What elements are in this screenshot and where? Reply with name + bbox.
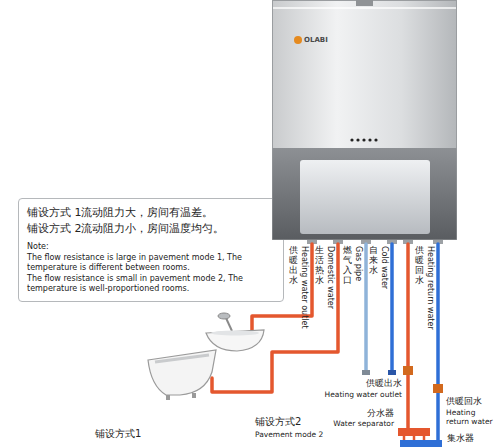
part-label: Heating water outlet xyxy=(322,390,402,399)
heating-outlet-pipe xyxy=(406,244,410,430)
separator-outlets xyxy=(404,436,424,440)
boiler-casing xyxy=(273,1,457,240)
outlet-stub xyxy=(403,436,406,440)
part-label: Water separator xyxy=(322,419,394,428)
indicator-dot xyxy=(356,138,359,141)
part-label: 供暖出水 xyxy=(322,378,402,389)
part-label: 铺设方式1 xyxy=(95,428,141,440)
indicator-dot xyxy=(362,138,365,141)
pipe-label: Heating water outlet xyxy=(300,246,309,329)
pipe-label: 供暖出水 xyxy=(289,246,298,286)
pipe-label: 自来水 xyxy=(369,246,378,276)
note-text: The flow resistance is small in pavement… xyxy=(27,274,275,294)
valve xyxy=(403,366,413,375)
pipe-label: Heating return water xyxy=(426,246,435,330)
part-label: Heating return water xyxy=(446,408,496,426)
boiler-lower-panel xyxy=(273,148,457,240)
gas-pipe xyxy=(364,244,368,370)
indicator-dot xyxy=(374,138,377,141)
wash-basin xyxy=(206,330,264,351)
water-separator xyxy=(398,428,430,436)
boiler-unit: OLABI xyxy=(272,0,457,44)
cold-pipe xyxy=(390,244,394,370)
bathtub-foot xyxy=(192,393,196,398)
pipe-cap xyxy=(362,370,370,375)
part-label: 集水器 xyxy=(447,433,474,444)
basin-rim xyxy=(211,331,259,336)
boiler-body xyxy=(272,0,457,240)
note-text: 铺设方式 2流动阻力小，房间温度均匀。 xyxy=(27,222,275,236)
heating-return-pipe xyxy=(436,244,440,441)
part-label: 分水器 xyxy=(322,408,394,419)
pipe-label: 生活热水 xyxy=(315,246,324,286)
indicator-dot xyxy=(368,138,371,141)
outlet-stub xyxy=(413,436,416,440)
bathtub xyxy=(148,350,216,395)
part-label: 供暖回水 xyxy=(446,396,496,407)
part-label: Pavement mode 2 xyxy=(255,430,323,439)
valve xyxy=(433,384,443,393)
pipe-label: 供暖回水 xyxy=(415,246,424,286)
note-text: The flow resistance is large in pavement… xyxy=(27,253,275,273)
pipe-cap xyxy=(388,370,396,375)
casing-highlight xyxy=(273,7,456,9)
brand-logo: OLABI xyxy=(304,36,457,44)
pipe-label: Gas pipe xyxy=(354,246,363,281)
note-text: 铺设方式 1流动阻力大，房间有温差。 xyxy=(27,206,275,220)
shower-arm xyxy=(226,318,232,331)
pipe-label: Domestic water xyxy=(326,246,335,309)
flue-outlet xyxy=(356,0,373,6)
note-box: 铺设方式 1流动阻力大，房间有温差。铺设方式 2流动阻力小，房间温度均匀。 Not… xyxy=(18,198,284,302)
indicator-dot xyxy=(350,138,353,141)
boiler-front-panel xyxy=(300,160,430,234)
shower-head xyxy=(218,313,230,319)
bathtub-foot xyxy=(166,395,170,400)
pipe-label: 燃气入口 xyxy=(343,246,352,286)
logo-mark xyxy=(294,36,302,44)
part-label: 铺设方式2 xyxy=(255,416,301,428)
water-collector xyxy=(400,440,442,447)
pipe-label: Cold water xyxy=(380,246,389,289)
note-text: Note: xyxy=(27,242,275,252)
bathtub-rim xyxy=(155,355,209,362)
outlet-stub xyxy=(423,436,426,440)
